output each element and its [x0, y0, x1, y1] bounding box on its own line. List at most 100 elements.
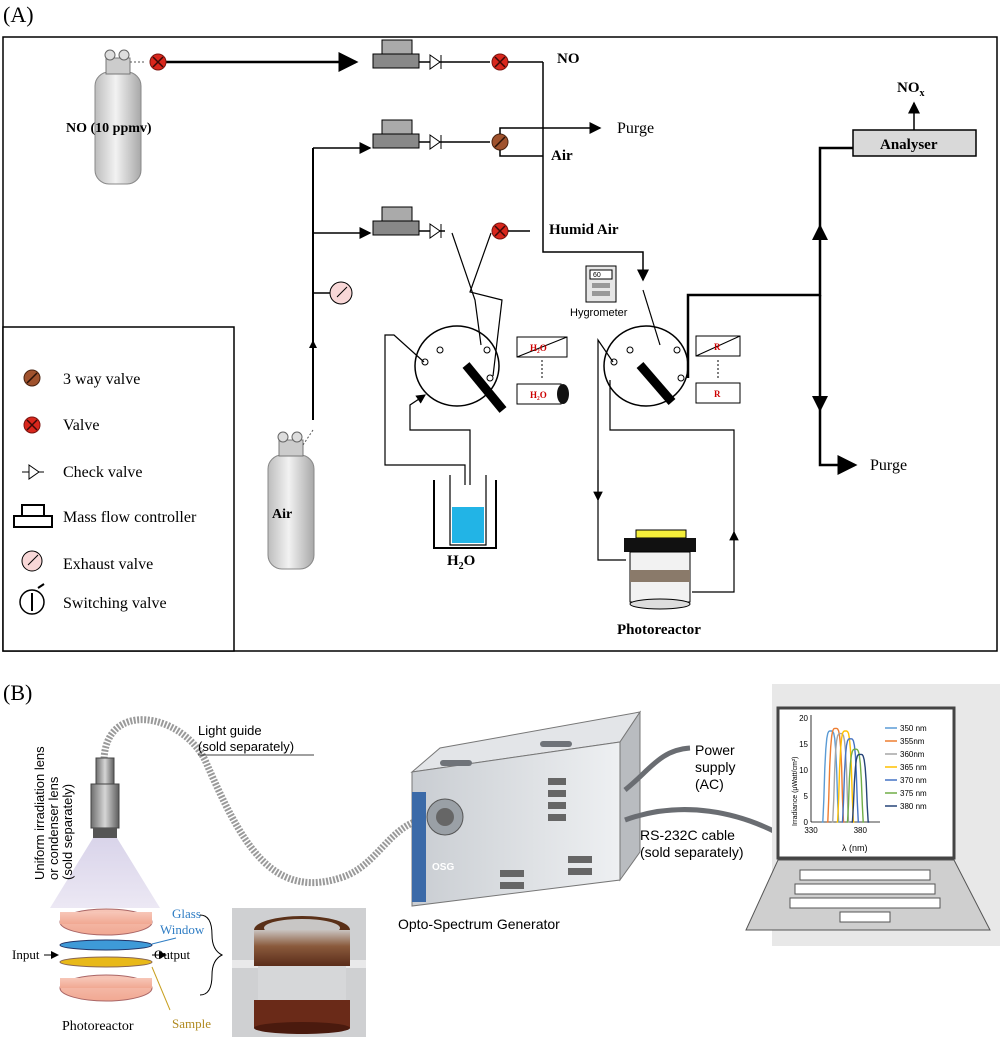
line-label-purge-right: Purge — [870, 457, 907, 474]
analyser-label: Analyser — [880, 137, 938, 153]
chart-ticks: 0 5 10 15 20 330 380 — [799, 714, 867, 835]
legend-label: Check valve — [63, 464, 143, 481]
x-tick-label: 380 — [854, 826, 868, 835]
no-gas-cylinder — [94, 49, 146, 185]
spectrum-chart: λ (nm) Irradiance (μWatt/cm²) 0 5 10 15 20 33… — [792, 714, 927, 853]
photoreactor-label: Photoreactor — [617, 622, 701, 638]
lens-label: Uniform irradiation lens or condenser le… — [32, 743, 75, 880]
generator-label: Opto-Spectrum Generator — [398, 916, 560, 932]
air-cylinder-label: Air — [272, 507, 292, 522]
output-label: Output — [154, 947, 191, 962]
hygrometer-label: Hygrometer — [570, 307, 628, 319]
check-valve-icon — [429, 134, 442, 150]
opto-spectrum-generator — [410, 710, 642, 907]
legend-entry: 375 nm — [900, 789, 927, 798]
photoreactor-b-label: Photoreactor — [62, 1019, 134, 1034]
light-guide-label: Light guide(sold separately) — [198, 723, 294, 754]
series-line — [841, 738, 860, 823]
legend-label: 3 way valve — [63, 371, 140, 388]
y-tick-label: 0 — [804, 818, 809, 827]
rs232-label: RS-232C cable(sold separately) — [640, 827, 744, 860]
x-tick-label: 330 — [804, 826, 818, 835]
legend-entry: 350 nm — [900, 724, 927, 733]
reactor-stack — [59, 908, 153, 1002]
series-line — [846, 748, 865, 823]
series-line — [831, 732, 850, 823]
mass-flow-controller-icon — [372, 119, 420, 149]
y-tick-label: 15 — [799, 740, 808, 749]
light-guide-cable — [100, 716, 433, 887]
legend-label: Valve — [63, 417, 99, 434]
legend-entry: 355nm — [900, 737, 925, 746]
legend-item-check-valve: Check valve — [22, 464, 143, 481]
panel-b-label: (B) — [3, 680, 32, 705]
line-label-purge-top: Purge — [617, 120, 654, 137]
legend-item-exhaust-valve: Exhaust valve — [21, 550, 153, 573]
y-tick-label: 20 — [799, 714, 808, 723]
legend-label: Switching valve — [63, 595, 167, 612]
mass-flow-controller-icon — [372, 39, 420, 69]
water-label: H2O — [447, 553, 475, 572]
y-tick-label: 10 — [799, 766, 808, 775]
input-label: Input — [12, 947, 40, 962]
series-line — [826, 727, 845, 823]
valve-icon — [491, 222, 509, 240]
x-axis-label: λ (nm) — [842, 843, 868, 853]
photoreactor-device — [624, 529, 696, 610]
photoreactor-photo — [232, 908, 366, 1037]
valve-icon — [491, 53, 509, 71]
valve-icon — [23, 416, 41, 434]
irradiation-lens — [50, 757, 160, 908]
line-label-humid-air: Humid Air — [549, 222, 619, 238]
mass-flow-controller-icon — [13, 504, 53, 528]
y-tick-label: 5 — [804, 792, 809, 801]
hygrometer-reading: 60 — [593, 272, 601, 279]
laptop — [745, 684, 1000, 946]
series-line — [851, 753, 870, 823]
legend-label: Exhaust valve — [63, 556, 153, 573]
check-valve-icon — [22, 464, 44, 480]
valve-icon — [149, 53, 167, 71]
panel-a-label: (A) — [3, 2, 34, 27]
legend-item-switching-valve: Switching valve — [19, 583, 167, 615]
rs232-cable — [624, 807, 792, 843]
legend-entry: 365 nm — [900, 763, 927, 772]
osg-brand: OSG — [432, 862, 454, 873]
switching-valve-2-bottom-label: R — [714, 389, 721, 399]
switching-valve-2 — [603, 325, 689, 407]
legend-item-mass-flow-controller: Mass flow controller — [13, 504, 197, 528]
sample-label: Sample — [172, 1016, 211, 1031]
three-way-valve-icon — [23, 369, 41, 387]
switching-valve-1-bottom-label: H₂O — [530, 390, 547, 400]
power-cable — [623, 745, 691, 792]
check-valve-icon — [429, 54, 442, 70]
legend-label: Mass flow controller — [63, 509, 197, 526]
analyser-box — [852, 129, 977, 157]
switching-valve-1 — [414, 325, 507, 413]
air-gas-cylinder — [267, 429, 315, 570]
three-way-valve-icon — [491, 133, 509, 151]
series-line — [821, 730, 840, 823]
check-valve-icon — [429, 223, 442, 239]
hygrometer — [585, 265, 617, 303]
chart-lines — [821, 727, 870, 823]
chart-legend: 350 nm 355nm 360nm 365 nm 370 nm 375 nm 380 nm — [885, 724, 927, 811]
series-line — [836, 730, 855, 823]
switching-valve-1-top-label: H₂O — [530, 343, 547, 353]
line-label-no: NO — [557, 51, 580, 67]
nox-label: NOx — [897, 80, 925, 99]
switching-valve-2-top-label: R — [714, 342, 721, 352]
water-bubbler — [433, 475, 497, 549]
legend-entry: 370 nm — [900, 776, 927, 785]
no-cylinder-label: NO (10 ppmv) — [66, 121, 152, 136]
legend-entry: 360nm — [900, 750, 925, 759]
line-label-air: Air — [551, 148, 573, 164]
switching-valve-icon — [19, 583, 45, 615]
exhaust-valve-icon — [329, 281, 353, 305]
mass-flow-controller-icon — [372, 206, 420, 236]
legend-entry: 380 nm — [900, 802, 927, 811]
y-axis-label: Irradiance (μWatt/cm²) — [792, 756, 799, 826]
